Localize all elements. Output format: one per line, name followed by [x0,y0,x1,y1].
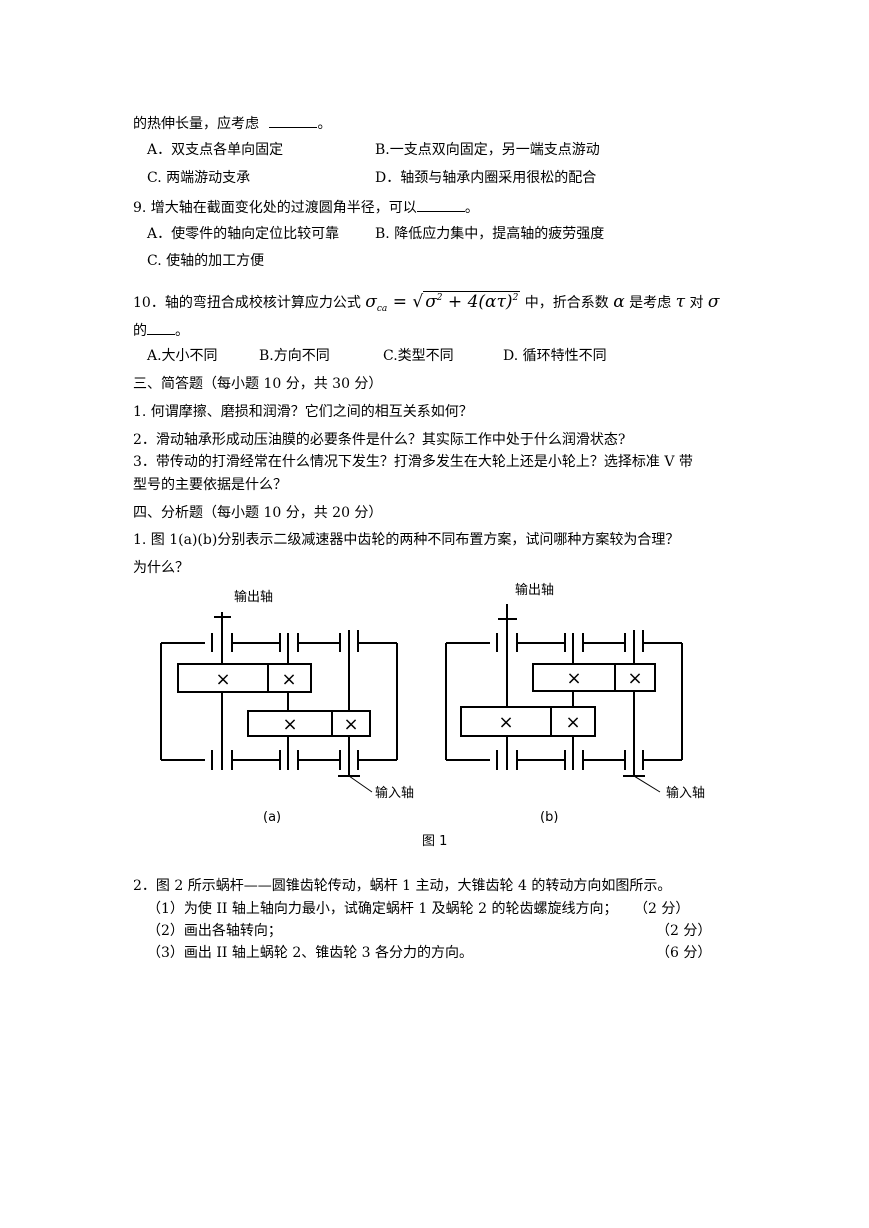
section3-q1: 1. 何谓摩擦、磨损和润滑？它们之间的相互关系如何？ [133,404,473,420]
analysis-q2-part1: （1）为使 II 轴上轴向力最小，试确定蜗杆 1 及蜗轮 2 的轮齿螺旋线方向； [147,901,618,917]
q8-option-b: B.一支点双向固定，另一端支点游动 [375,142,600,158]
q10-mid3: 对 [689,295,704,311]
q10-mid: 中，折合系数 [524,295,609,311]
diagram-b [445,604,683,793]
gear-cross-a1: × [215,669,230,690]
input-shaft-label-a: 输入轴 [375,785,414,801]
q10-line2: 的。 [133,320,189,340]
analysis-q2-stem: 2．图 2 所示蜗杆——圆锥齿轮传动，蜗杆 1 主动，大锥齿轮 4 的转动方向如… [133,878,672,894]
analysis-q2-part3: （3）画出 II 轴上蜗轮 2、锥齿轮 3 各分力的方向。 [147,945,474,961]
q8-answer-blank[interactable] [269,113,318,128]
q9-option-c: C. 使轴的加工方便 [147,253,265,269]
gear-cross-a3: × [282,714,297,735]
gear-cross-b3: × [498,712,513,733]
stress-formula: σca = √σ2 + 4(ατ)2 [365,291,521,314]
q9-stem-line: 9. 增大轴在截面变化处的过渡圆角半径，可以 。 [133,197,479,217]
gear-cross-b2: × [627,668,642,689]
gear-cross-b4: × [565,712,580,733]
gear-cross-a4: × [343,714,358,735]
q10-stem: 10．轴的弯扭合成校核计算应力公式 [133,295,361,311]
section4-title: 四、分析题（每小题 10 分，共 20 分） [133,505,383,521]
q10-option-b: B.方向不同 [259,348,330,364]
section3-title: 三、简答题（每小题 10 分，共 30 分） [133,376,383,392]
q10-option-d: D. 循环特性不同 [503,348,607,364]
gear-cross-b1: × [566,668,581,689]
q10-option-c: C.类型不同 [383,348,454,364]
section3-q3-line1: 3．带传动的打滑经常在什么情况下发生？打滑多发生在大轮上还是小轮上？选择标准 V… [133,454,693,470]
alpha-symbol: α [613,292,625,312]
q10-end: 。 [175,323,189,339]
section4-q1-line2: 为什么？ [133,560,189,576]
q10-option-a: A.大小不同 [147,348,218,364]
figure-1-caption: 图 1 [422,834,447,849]
q10-stem-line: 10．轴的弯扭合成校核计算应力公式 σca = √σ2 + 4(ατ)2 中，折… [133,287,720,320]
section3-q3-line2: 型号的主要依据是什么？ [133,477,287,493]
diagram-b-label: (b) [540,810,558,825]
q10-mid2: 是考虑 [629,295,672,311]
section4-q1-line1: 1. 图 1(a)(b)分别表示二级减速器中齿轮的两种不同布置方案，试问哪种方案… [133,532,680,548]
output-shaft-label-b: 输出轴 [515,582,554,598]
input-shaft-label-b: 输入轴 [666,785,705,801]
q9-option-b: B. 降低应力集中，提高轴的疲劳强度 [375,226,605,242]
q10-line2-text: 的 [133,323,147,339]
diagram-a [160,612,398,793]
gear-cross-a2: × [281,669,296,690]
q8-option-a: A．双支点各单向固定 [147,142,284,158]
q8-tail-line: 的热伸长量，应考虑 。 [133,113,331,133]
section3-q2: 2．滑动轴承形成动压油膜的必要条件是什么？其实际工作中处于什么润滑状态? [133,432,626,448]
q10-answer-blank[interactable] [147,320,175,335]
q8-tail-end: 。 [317,116,332,132]
sigma-symbol: σ [707,292,720,312]
tau-symbol: τ [675,292,685,312]
diagram-a-label: (a) [263,810,281,825]
q9-stem: 9. 增大轴在截面变化处的过渡圆角半径，可以 [133,200,417,216]
q8-option-d: D．轴颈与轴承内圈采用很松的配合 [375,170,597,186]
output-shaft-label-a: 输出轴 [234,589,273,605]
q8-option-c: C. 两端游动支承 [147,170,251,186]
analysis-q2-part2-score: （2 分） [656,923,712,939]
figure-1-gear-diagrams: × × × × × × × × 输出轴 输入轴 输出轴 输入轴 (a) (b) … [160,582,705,849]
q8-tail-text: 的热伸长量，应考虑 [133,116,259,132]
analysis-q2-part2: （2）画出各轴转向； [147,923,282,939]
analysis-q2-part1-score: （2 分） [634,901,690,917]
analysis-q2-part3-score: （6 分） [656,945,712,961]
q9-answer-blank[interactable] [416,197,465,212]
q9-end: 。 [464,200,479,216]
q9-option-a: A．使零件的轴向定位比较可靠 [147,226,340,242]
